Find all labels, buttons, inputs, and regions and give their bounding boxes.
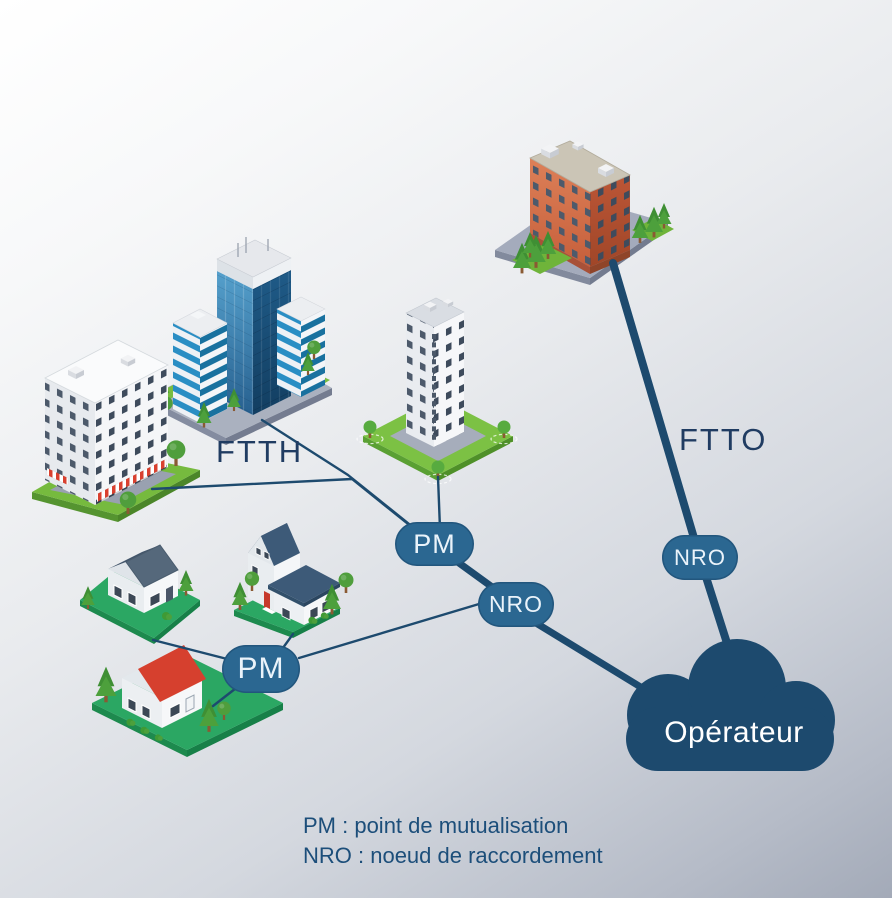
residential-tower-illustration (356, 297, 518, 485)
house-body (108, 544, 179, 613)
office-towers-illustration (147, 237, 332, 445)
link-tower-to-pm (436, 475, 442, 531)
striped-awning (46, 458, 167, 504)
house-body (122, 645, 206, 728)
node-pm-bottom: PM (222, 645, 300, 693)
house-body (248, 523, 340, 625)
striped-tower-right (276, 296, 326, 397)
orange-office-building-illustration (495, 140, 674, 285)
node-pm-top: PM (395, 522, 474, 566)
striped-tower-left (172, 308, 228, 423)
link-house-gray-to-pm (151, 638, 237, 663)
legend-nro-definition: NRO : noeud de raccordement (303, 843, 603, 868)
link-offices-to-pm (260, 418, 426, 538)
ftto-label: FTTO (679, 422, 768, 457)
house-red-roof-illustration (92, 645, 284, 757)
house-gray-roof-illustration (80, 544, 200, 644)
apartment-building-illustration (32, 339, 200, 522)
link-pm-bottom-to-nro (297, 599, 491, 660)
legend-pm-definition: PM : point de mutualisation (303, 813, 569, 838)
house-navy-roof-illustration (231, 523, 354, 638)
ftth-label: FTTH (216, 434, 304, 469)
link-apartment-to-pm (150, 477, 430, 542)
operator-label: Opérateur (664, 716, 804, 749)
node-nro-mid: NRO (478, 582, 554, 627)
tower-body (405, 297, 465, 447)
legend: PM : point de mutualisation NRO : noeud … (303, 811, 603, 871)
node-nro-right: NRO (662, 535, 738, 580)
operator-cloud-icon (626, 639, 835, 771)
green-patches-trees (512, 203, 674, 274)
link-nro-to-operator (514, 608, 656, 698)
